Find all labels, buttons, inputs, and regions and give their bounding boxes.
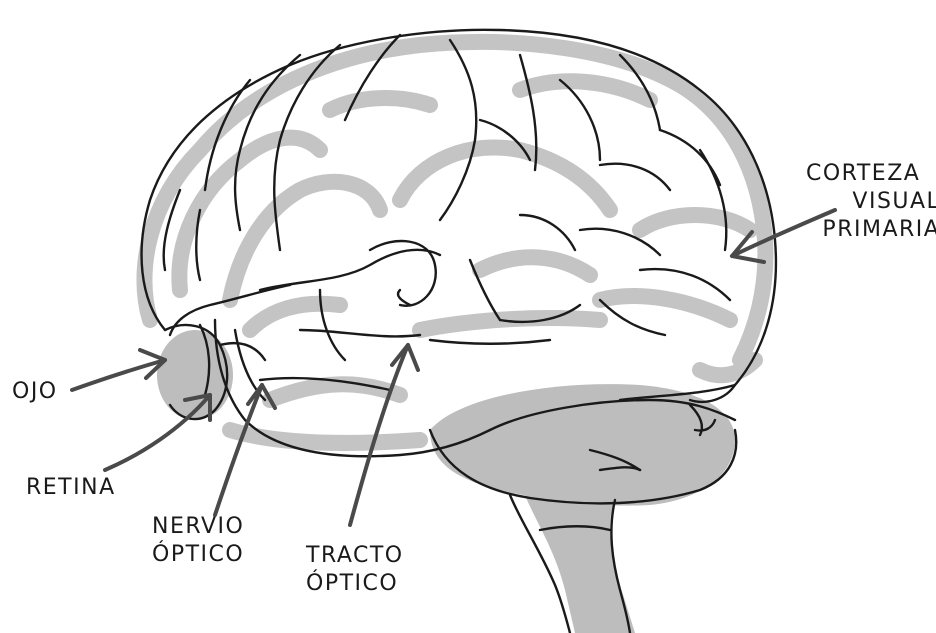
label-ojo-text: OJO: [12, 378, 58, 406]
label-ojo: OJO: [12, 378, 58, 406]
label-nervio-optico: NERVIO ÓPTICO: [152, 513, 244, 569]
label-corteza-line2: VISUAL: [806, 188, 936, 216]
label-nervio-line1: NERVIO: [152, 513, 244, 541]
label-corteza-line1: CORTEZA: [806, 160, 936, 188]
brain-shading: [157, 330, 735, 633]
label-retina-text: RETINA: [26, 474, 116, 502]
label-corteza-visual-primaria: CORTEZA VISUAL PRIMARIA: [806, 160, 936, 244]
label-nervio-line2: ÓPTICO: [152, 541, 244, 569]
ojo-arrow: [72, 350, 165, 390]
label-tracto-optico: TRACTO ÓPTICO: [306, 542, 404, 598]
label-retina: RETINA: [26, 474, 116, 502]
label-corteza-line3: PRIMARIA: [806, 216, 936, 244]
label-tracto-line1: TRACTO: [306, 542, 404, 570]
label-tracto-line2: ÓPTICO: [306, 570, 404, 598]
cortex-gyri-shading: [144, 42, 765, 443]
